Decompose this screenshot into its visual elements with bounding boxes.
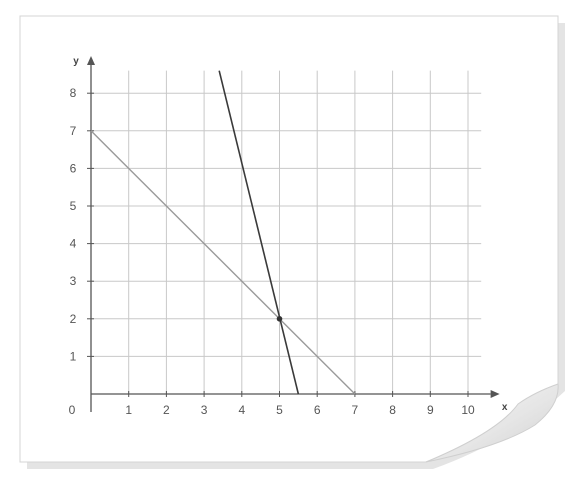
y-tick-label: 4 <box>70 237 77 251</box>
x-tick-label: 10 <box>461 403 475 417</box>
series-line <box>218 70 300 395</box>
x-tick-label: 4 <box>238 403 245 417</box>
x-tick-label: 9 <box>427 403 434 417</box>
x-axis-label: x <box>502 402 508 413</box>
x-tick-label: 6 <box>314 403 321 417</box>
paper-sheet <box>19 15 565 469</box>
x-axis-arrow <box>490 390 500 398</box>
y-tick-label: 6 <box>70 161 77 175</box>
y-axis-arrow <box>87 56 95 65</box>
tick-labels: 1 2 3 4 5 6 7 8 9 10 1 2 3 4 5 6 7 8 0 x y <box>69 56 508 417</box>
x-tick-label: 2 <box>163 403 170 417</box>
y-tick-label: 3 <box>70 274 77 288</box>
y-axis-label: y <box>73 56 79 67</box>
grid <box>91 70 482 394</box>
x-tick-label: 5 <box>276 403 283 417</box>
page-curl <box>425 383 559 463</box>
x-tick-label: 7 <box>352 403 359 417</box>
y-tick-label: 5 <box>70 199 77 213</box>
x-tick-label: 1 <box>125 403 132 417</box>
y-tick-label: 2 <box>70 312 77 326</box>
y-tick-label: 8 <box>70 86 77 100</box>
intersection-point <box>276 316 283 322</box>
y-tick-label: 7 <box>70 124 77 138</box>
series-layer <box>90 70 356 395</box>
x-tick-label: 8 <box>389 403 396 417</box>
origin-label: 0 <box>69 403 76 417</box>
x-tick-label: 3 <box>201 403 208 417</box>
y-tick-label: 1 <box>70 349 77 363</box>
series-line <box>90 130 356 395</box>
paper <box>19 15 559 463</box>
axes <box>87 56 500 412</box>
